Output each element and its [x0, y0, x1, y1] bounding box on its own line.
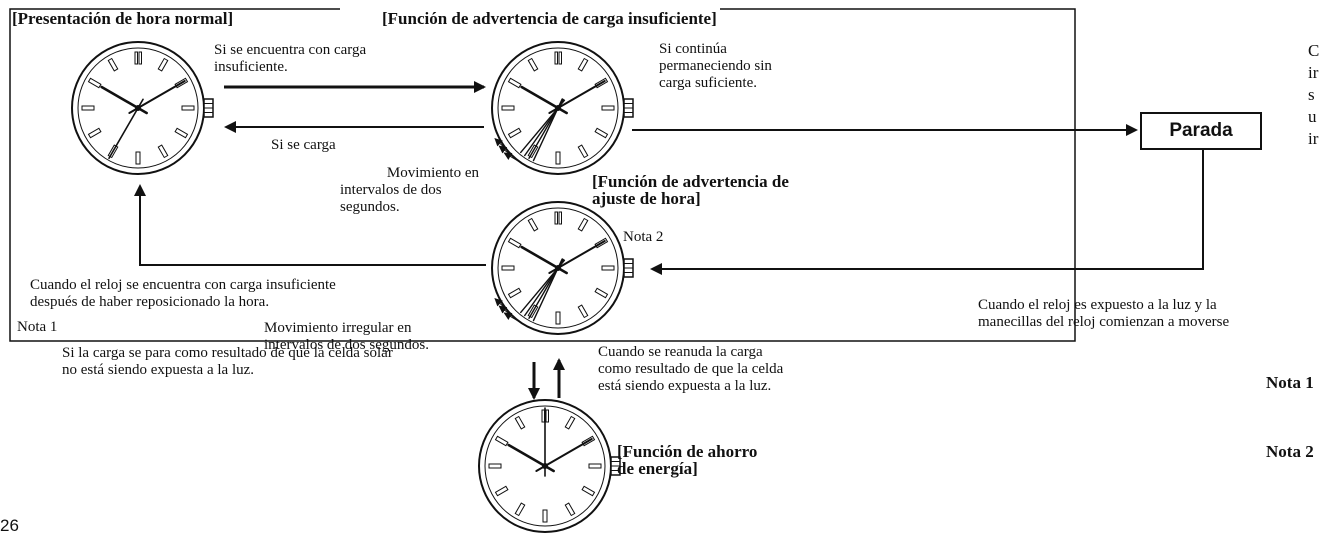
label-movement-2: intervalos de dos	[340, 182, 442, 198]
title-time-setting-1: [Función de advertencia de	[592, 172, 789, 191]
label-exposed-2: manecillas del reloj comienzan a moverse	[978, 314, 1230, 330]
right-fragment-5: ir	[1308, 129, 1319, 148]
arrow-parada-to-time-setting	[650, 150, 1204, 275]
title-energy-1: [Función de ahorro	[617, 442, 758, 461]
label-stop-2: no está siendo expuesta a la luz.	[62, 362, 255, 378]
clock-insufficient	[491, 41, 634, 175]
right-fragment-2: ir	[1308, 63, 1319, 82]
label-movement-3: segundos.	[340, 199, 400, 215]
right-fragment-1: C	[1308, 41, 1320, 60]
label-continues-1: Si continúa	[659, 41, 727, 57]
arrow-to-normal	[134, 184, 486, 266]
label-irregular-2: intervalos de dos segundos.	[264, 337, 429, 353]
label-insufficient-1: Si se encuentra con carga	[214, 42, 367, 58]
label-stop-1: Si la carga se para como resultado de qu…	[62, 345, 393, 361]
title-insufficient: [Función de advertencia de carga insufic…	[382, 9, 717, 28]
nota2-right: Nota 2	[1266, 442, 1314, 461]
label-movement-1: Movimiento en	[386, 165, 479, 181]
page-number: 26	[0, 516, 19, 535]
label-after-reset-2: después de haber reposicionado la hora.	[30, 294, 270, 310]
nota1-right: Nota 1	[1266, 373, 1314, 392]
label-nota1-inline: Nota 1	[17, 319, 58, 335]
label-resume-1: Cuando se reanuda la carga	[598, 344, 763, 360]
label-exposed-1: Cuando el reloj es expuesto a la luz y l…	[978, 297, 1217, 313]
clock-time-setting	[491, 201, 634, 335]
label-continues-2: permaneciendo sin	[659, 58, 772, 74]
parada-box: Parada	[1140, 112, 1262, 150]
title-time-setting-2: ajuste de hora]	[592, 189, 701, 208]
right-fragment-4: u	[1308, 107, 1317, 126]
label-nota2-inline: Nota 2	[623, 229, 664, 245]
right-fragment-3: s	[1308, 85, 1315, 104]
label-continues-3: carga suficiente.	[659, 75, 758, 91]
label-irregular-1: Movimiento irregular en	[264, 320, 412, 336]
label-after-reset-1: Cuando el reloj se encuentra con carga i…	[30, 277, 336, 293]
title-energy-2: de energía]	[617, 459, 698, 478]
label-resume-3: está siendo expuesta a la luz.	[598, 378, 772, 394]
title-normal: [Presentación de hora normal]	[12, 9, 234, 28]
label-insufficient-2: insuficiente.	[214, 59, 288, 75]
clock-normal	[71, 41, 214, 175]
clock-energy-saving	[478, 399, 621, 533]
label-resume-2: como resultado de que la celda	[598, 361, 784, 377]
label-charged: Si se carga	[271, 137, 336, 153]
